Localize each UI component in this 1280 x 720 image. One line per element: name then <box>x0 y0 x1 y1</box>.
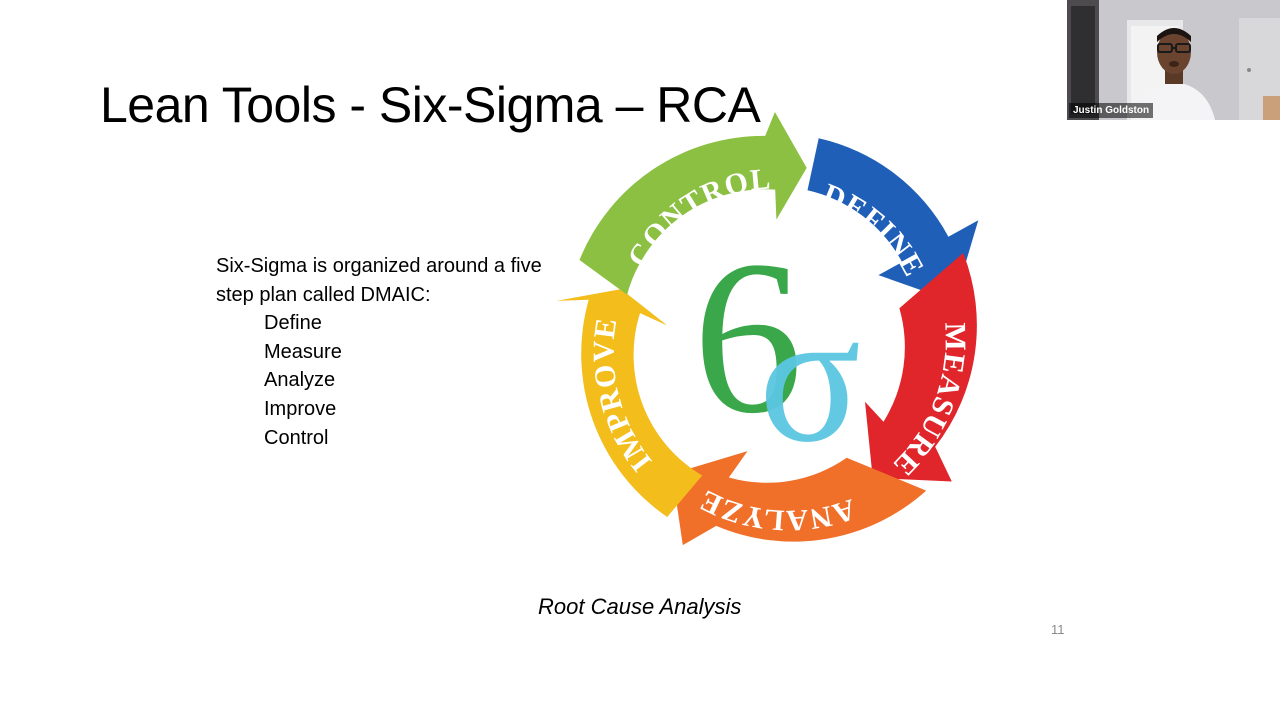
measure-arrow <box>865 253 977 482</box>
participant-name-label: Justin Goldston <box>1069 103 1154 118</box>
cycle-arrows <box>556 112 979 546</box>
control-arrow <box>579 112 807 295</box>
step-improve: Improve <box>264 397 337 420</box>
intro-line-1: Six-Sigma is organized around a five <box>216 255 542 277</box>
slide-body: Six-Sigma is organized around a five ste… <box>216 252 576 452</box>
slide-page-number: 11 <box>1051 622 1065 637</box>
dmaic-steps-list: Define Measure Analyze Improve Control <box>216 309 576 452</box>
define-arrow <box>807 138 979 302</box>
diagram-caption: Root Cause Analysis <box>538 594 742 619</box>
slide-title: Lean Tools - Six-Sigma – RCA <box>100 77 761 133</box>
webcam-video-feed <box>1067 0 1280 120</box>
intro-line-2: step plan called DMAIC: <box>216 281 576 310</box>
intro-line-2-prefix: step plan called <box>216 283 361 306</box>
improve-arrow <box>556 289 703 517</box>
intro-line-2-suffix: : <box>425 283 431 306</box>
step-measure: Measure <box>264 340 342 363</box>
step-analyze: Analyze <box>264 369 336 392</box>
six-glyph: 6 <box>693 215 803 459</box>
step-define: Define <box>264 312 322 335</box>
analyze-arrow <box>672 451 927 546</box>
participant-video-tile[interactable]: Justin Goldston <box>1067 0 1280 120</box>
dmaic-acronym: DMAIC <box>360 283 425 306</box>
dmaic-cycle-diagram: DEFINE MEASURE ANALYZE IMPROVE CONTROL 6… <box>556 112 979 546</box>
six-sigma-symbol: 6 σ <box>693 215 861 482</box>
sigma-glyph: σ <box>759 272 861 482</box>
step-control: Control <box>264 426 329 449</box>
